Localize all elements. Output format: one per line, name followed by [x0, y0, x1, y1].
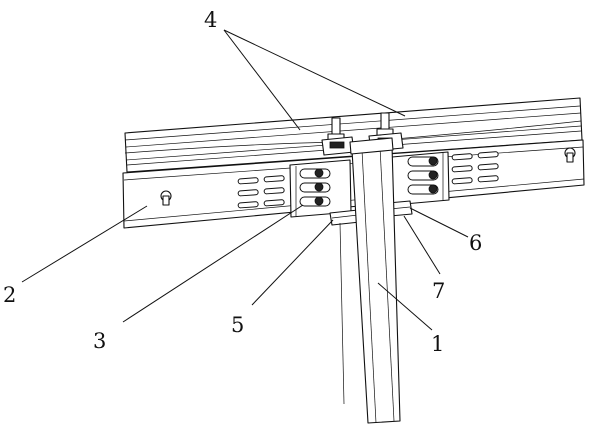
- leader-2: [21, 205, 148, 283]
- top-fastener-left: [321, 117, 355, 156]
- leader-5: [251, 219, 334, 306]
- keyhole-hole-left: [160, 190, 172, 206]
- callout-4: 4: [204, 8, 217, 32]
- callout-1: 1: [431, 332, 444, 356]
- leader-7: [403, 215, 441, 275]
- callout-7: 7: [432, 279, 445, 303]
- callout-labels: 4 2 3 5 6 7 1: [3, 8, 482, 356]
- callout-3: 3: [93, 329, 106, 353]
- leader-6: [409, 207, 469, 238]
- leader-lines: [21, 29, 469, 331]
- vertical-post: [339, 137, 401, 424]
- leader-1: [377, 282, 433, 331]
- slot-array-left: [237, 175, 285, 209]
- keyhole-hole-right: [564, 147, 576, 163]
- leader-4a: [223, 29, 301, 131]
- callout-5: 5: [231, 313, 244, 337]
- callout-6: 6: [469, 231, 482, 255]
- callout-2: 2: [3, 283, 16, 307]
- leader-4b: [223, 29, 406, 117]
- clamp-bracket-left: [289, 159, 352, 218]
- clamp-bracket-right: [391, 151, 450, 206]
- slot-array-right: [451, 151, 499, 185]
- leader-3: [122, 204, 304, 323]
